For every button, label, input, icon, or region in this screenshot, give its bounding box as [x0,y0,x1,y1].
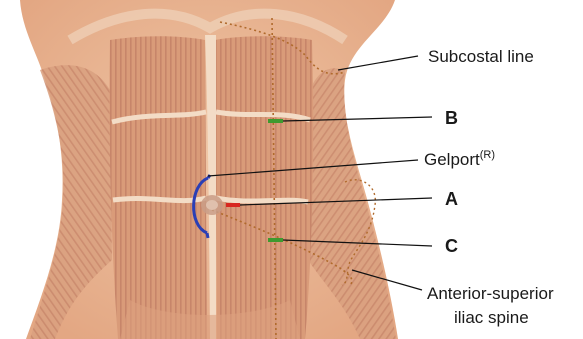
umbilicus-inner [206,200,218,210]
asis-label-line2: iliac spine [454,308,529,327]
rectus-abdominis-right [215,36,313,339]
rectus-abdominis-left [109,36,207,339]
label-a: A [445,189,458,209]
label-b: B [445,108,458,128]
gelport-tail-bottom [207,233,208,238]
label-c: C [445,236,458,256]
subcostal-line-label: Subcostal line [428,47,534,66]
asis-label-line1: Anterior-superior [427,284,554,303]
gelport-label: Gelport(R) [424,149,495,169]
gelport-label-text: Gelport [424,150,480,169]
gelport-label-sup: (R) [480,149,495,161]
